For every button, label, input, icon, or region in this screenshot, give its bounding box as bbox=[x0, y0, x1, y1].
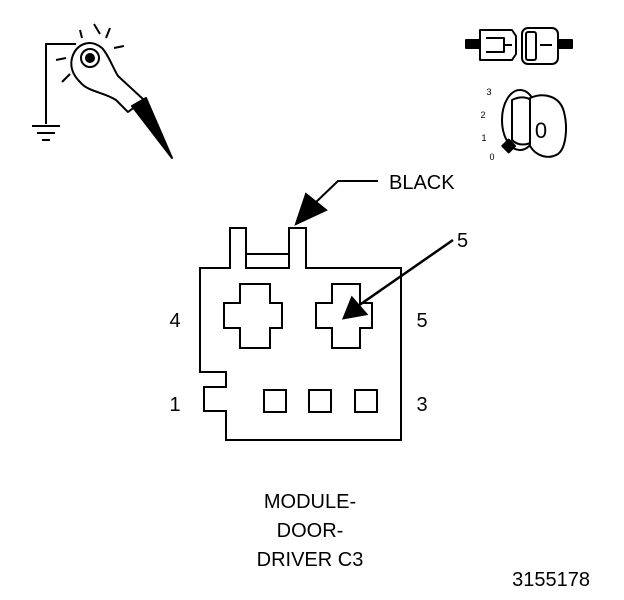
cavity-2 bbox=[308, 389, 332, 413]
cavity-5 bbox=[315, 283, 373, 349]
cavity-1 bbox=[263, 389, 287, 413]
disconnected-connector-icon bbox=[465, 27, 573, 65]
pin-label-3: 3 bbox=[416, 394, 427, 416]
caption-line-1: MODULE- bbox=[264, 491, 356, 513]
cavity-callout-arrow bbox=[342, 238, 454, 320]
ignition-key-off-icon bbox=[501, 89, 567, 158]
ignition-position-0: 0 bbox=[489, 152, 494, 162]
figure-number: 3155178 bbox=[512, 569, 590, 591]
ignition-position-1: 1 bbox=[481, 133, 486, 143]
caption-line-2: DOOR- bbox=[277, 520, 344, 542]
ground-symbol-icon bbox=[32, 125, 60, 141]
caption-line-3: DRIVER C3 bbox=[257, 549, 364, 571]
cavity-3 bbox=[354, 389, 378, 413]
ignition-key-label: 0 bbox=[535, 118, 547, 143]
ignition-position-2: 2 bbox=[480, 110, 485, 120]
test-light-probe-icon bbox=[45, 23, 173, 159]
pin-label-1: 1 bbox=[169, 394, 180, 416]
connector-body bbox=[199, 227, 402, 441]
wire-color-pointer bbox=[294, 180, 378, 226]
ignition-position-3: 3 bbox=[486, 87, 491, 97]
wire-color-label: BLACK bbox=[389, 172, 455, 194]
cavity-callout-label: 5 bbox=[457, 230, 468, 252]
pin-label-4: 4 bbox=[169, 310, 180, 332]
cavity-4 bbox=[223, 283, 283, 349]
pin-label-5: 5 bbox=[416, 310, 427, 332]
